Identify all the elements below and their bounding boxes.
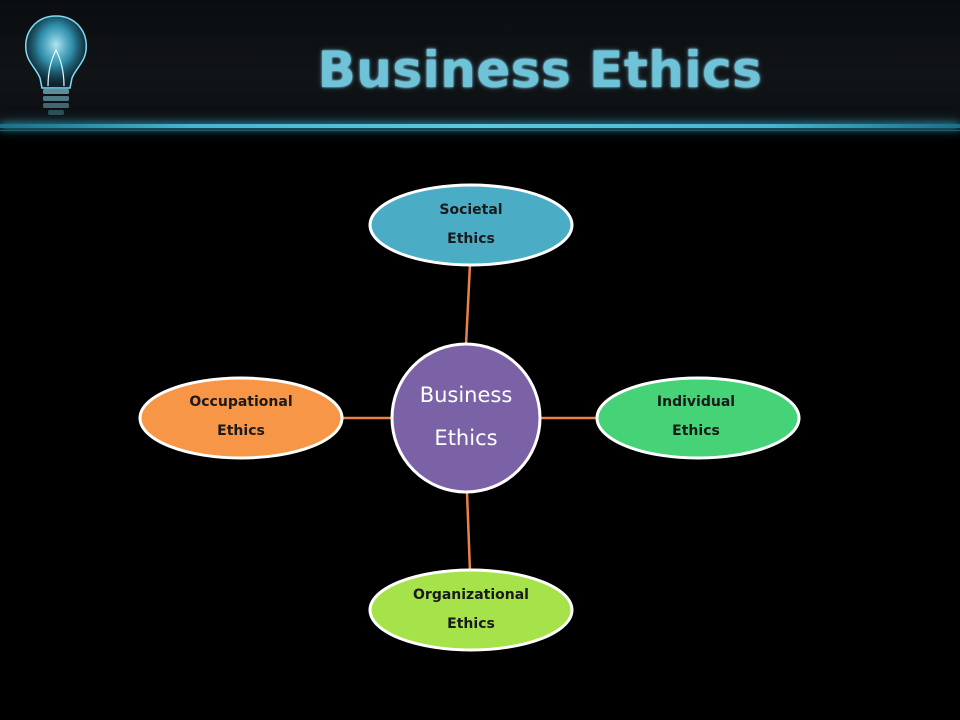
node-occupational-label: Occupational Ethics: [161, 388, 321, 446]
node-organizational-line1: Organizational: [413, 587, 529, 603]
node-societal-line1: Societal: [439, 202, 503, 218]
node-individual: [595, 376, 801, 460]
connector-bottom: [465, 491, 472, 573]
lightbulb-icon: [25, 15, 87, 115]
header-band: [0, 0, 960, 126]
center-label-line1: Business: [419, 383, 513, 407]
node-societal-label: Societal Ethics: [391, 196, 551, 254]
node-occupational-line1: Occupational: [189, 394, 293, 410]
node-individual-line1: Individual: [656, 394, 736, 410]
node-individual-label: Individual Ethics: [616, 388, 776, 446]
center-label: Business Ethics: [396, 374, 536, 460]
header-divider: [0, 124, 960, 128]
header-divider-thin: [0, 130, 960, 131]
node-individual-line2: Ethics: [672, 423, 720, 439]
center-label-line2: Ethics: [434, 426, 498, 450]
node-business-ethics: [390, 342, 542, 494]
node-organizational-label: Organizational Ethics: [391, 581, 551, 639]
connector-top: [464, 263, 472, 346]
node-organizational-line2: Ethics: [447, 616, 495, 632]
node-occupational: [138, 376, 344, 460]
node-organizational: [368, 568, 574, 652]
node-occupational-line2: Ethics: [217, 423, 265, 439]
node-societal: [368, 183, 574, 267]
node-societal-line2: Ethics: [447, 231, 495, 247]
slide-title: Business Ethics: [317, 41, 763, 99]
